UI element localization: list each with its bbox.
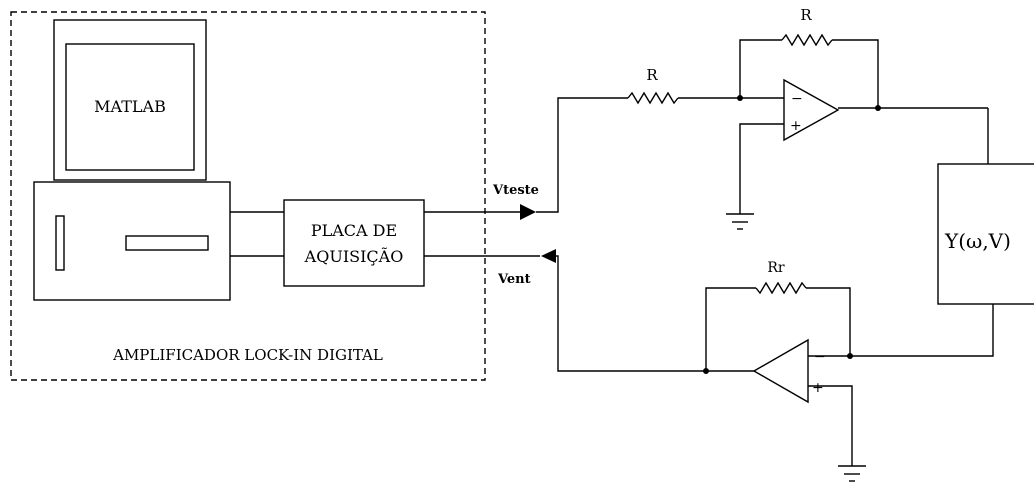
- wire-lower-ground: [808, 385, 853, 466]
- wire-load-to-lower: [808, 304, 994, 357]
- daq-label-line1: PLACA DE: [311, 221, 397, 240]
- opamp-lower-plus: +: [812, 380, 824, 396]
- wire-feedback-lower: [806, 287, 851, 356]
- vent-label: Vent: [497, 272, 531, 287]
- drive-slot-horizontal: [125, 235, 209, 251]
- load-admittance-label: Y(ω,V): [944, 229, 1011, 253]
- resistor-r-input-label: R: [646, 66, 658, 84]
- junction-upper-input: [737, 95, 743, 101]
- wire-feedback-upper-right: [832, 39, 879, 108]
- resistor-r-feedback-label: R: [800, 6, 812, 24]
- daq-board: [283, 199, 425, 287]
- resistor-r-feedback: [781, 33, 833, 47]
- opamp-upper-minus: −: [791, 91, 803, 107]
- junction-upper-output: [875, 105, 881, 111]
- vteste-arrow: [520, 204, 536, 220]
- daq-label-line2: AQUISIÇÃO: [304, 246, 404, 266]
- drive-slot-vertical: [55, 215, 65, 271]
- ground-upper: [726, 213, 754, 230]
- ground-lower: [838, 465, 866, 482]
- wire-upper-ground: [739, 123, 784, 214]
- resistor-rr-label: Rr: [767, 260, 785, 276]
- wire-to-input-resistor: [536, 97, 628, 213]
- lock-in-boundary: [10, 11, 486, 381]
- wire-lower-out-to-vent: [556, 255, 754, 372]
- opamp-upper: [783, 78, 840, 142]
- junction-lower-input: [847, 353, 853, 359]
- resistor-r-input: [627, 91, 679, 105]
- system-label: AMPLIFICADOR LOCK-IN DIGITAL: [112, 346, 383, 364]
- opamp-lower: [752, 338, 809, 404]
- vent-arrow: [541, 249, 556, 263]
- computer-monitor: [53, 19, 207, 181]
- monitor-screen-label: MATLAB: [94, 97, 166, 116]
- junction-lower-output: [703, 368, 709, 374]
- opamp-upper-plus: +: [790, 118, 802, 134]
- resistor-rr: [755, 281, 807, 295]
- wire-feedback-lower-left: [705, 287, 756, 371]
- computer-case: [33, 181, 231, 301]
- opamp-lower-minus: −: [814, 349, 826, 365]
- vteste-label: Vteste: [492, 183, 539, 198]
- wire-feedback-upper: [739, 39, 782, 98]
